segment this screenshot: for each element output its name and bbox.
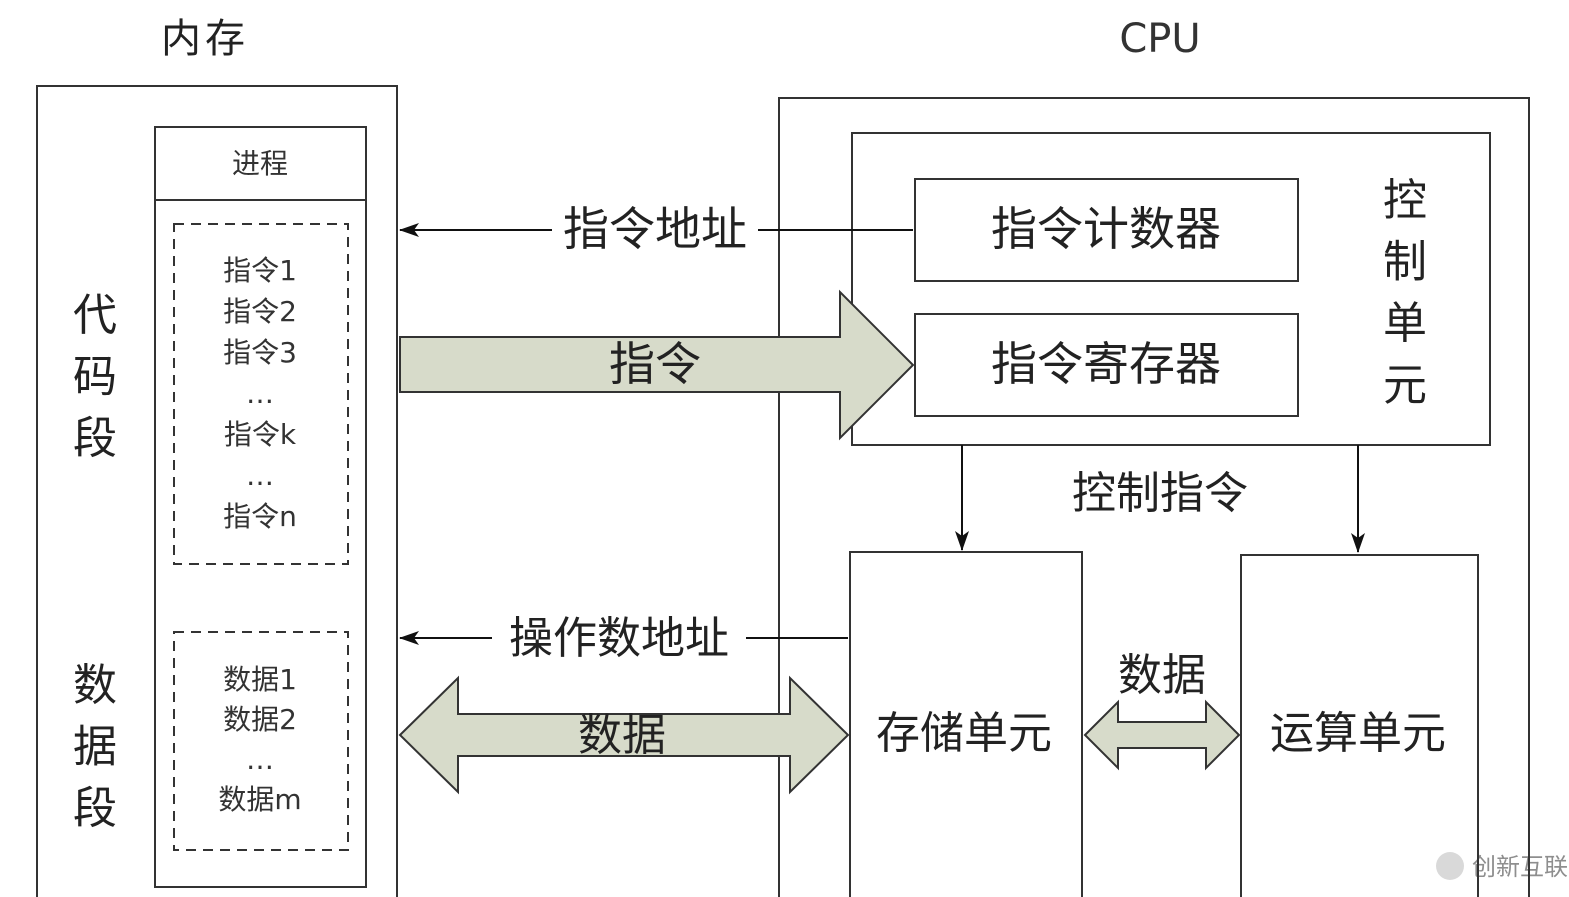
watermark-logo-icon: [1436, 852, 1464, 880]
control-unit-box: [851, 132, 1491, 446]
instruction-item: 指令1: [223, 254, 297, 287]
instruction-item: …: [246, 459, 274, 492]
instruction-address-label: 指令地址: [563, 202, 747, 256]
svg-text:数据段: 数据段: [73, 660, 117, 834]
process-label: 进程: [232, 147, 288, 180]
code-segment-label: 代码段: [73, 290, 117, 464]
alu-box: [1240, 554, 1479, 897]
storage-unit-box: [849, 551, 1083, 897]
instruction-register-box: [914, 313, 1299, 417]
alu-label: 运算单元: [1270, 708, 1446, 759]
instruction-list-box: [173, 223, 349, 565]
instruction-item: 指令k: [224, 418, 297, 451]
watermark: 创新互联: [1436, 852, 1568, 881]
instruction-list: 指令1 指令2 指令3 … 指令k … 指令n: [223, 254, 297, 533]
program-counter-label: 指令计数器: [991, 202, 1221, 256]
instruction-flow-label: 指令: [609, 337, 701, 391]
instruction-item: 指令2: [223, 295, 297, 328]
instruction-flow-arrow: [399, 289, 915, 441]
program-counter-box: [914, 178, 1299, 282]
data-list-box: [173, 631, 349, 851]
cpu-box: [778, 97, 1530, 897]
memory-box: [36, 85, 398, 897]
data-segment-label: 数据段: [73, 660, 117, 834]
instruction-item: …: [246, 377, 274, 410]
instruction-address-label-bg: [552, 203, 758, 255]
process-box: [154, 126, 367, 888]
instruction-register-label: 指令寄存器: [991, 337, 1221, 391]
cpu-title: CPU: [1119, 16, 1200, 62]
control-unit-label: 控制单元: [1383, 175, 1427, 411]
data-item: 数据m: [218, 783, 301, 816]
operand-address-label-bg: [492, 611, 746, 663]
svg-text:创新互联: 创新互联: [1472, 853, 1568, 881]
data-memory-cpu-label: 数据: [578, 710, 666, 761]
storage-unit-label: 存储单元: [876, 708, 1052, 759]
data-storage-alu-arrow: [1083, 699, 1241, 771]
data-item: 数据1: [223, 663, 297, 696]
data-item: …: [246, 743, 274, 776]
svg-text:代码段: 代码段: [73, 290, 117, 464]
data-storage-alu-label: 数据: [1118, 650, 1206, 701]
svg-text:控制单元: 控制单元: [1383, 175, 1427, 411]
data-list: 数据1 数据2 … 数据m: [218, 663, 301, 816]
memory-title: 内存: [161, 16, 249, 62]
control-instruction-label: 控制指令: [1072, 468, 1248, 519]
data-memory-cpu-arrow: [398, 675, 850, 795]
instruction-item: 指令n: [223, 500, 297, 533]
data-item: 数据2: [223, 703, 297, 736]
instruction-item: 指令3: [223, 336, 297, 369]
operand-address-label: 操作数地址: [509, 613, 729, 664]
